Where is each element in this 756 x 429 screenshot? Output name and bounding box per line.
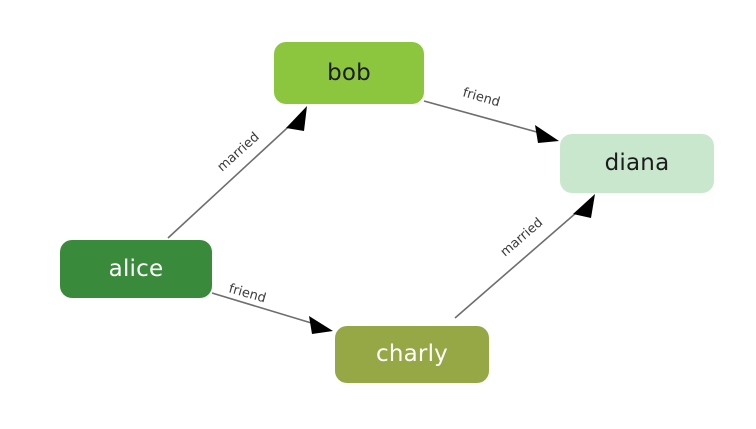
node-label-charly: charly (376, 341, 448, 367)
arrowhead-diana-from-charly (573, 194, 595, 218)
edge-line-charly-diana (454, 205, 585, 319)
graph-node-alice[interactable]: alice (60, 240, 212, 298)
edge-line-bob-diana (423, 100, 545, 135)
node-label-diana: diana (604, 150, 670, 176)
edge-charly-diana[interactable]: married (454, 194, 595, 319)
graph-node-diana[interactable]: diana (560, 134, 714, 193)
edge-alice-bob[interactable]: married (167, 106, 307, 239)
arrowhead-charly (309, 316, 333, 334)
edge-label-alice-charly: friend (227, 281, 268, 306)
edge-bob-diana[interactable]: friend (423, 85, 559, 143)
node-label-alice: alice (108, 255, 164, 282)
edge-line-alice-bob (167, 117, 299, 239)
graph-node-bob[interactable]: bob (274, 42, 424, 104)
edge-label-alice-bob: married (215, 130, 263, 175)
node-label-bob: bob (327, 59, 371, 86)
graph-node-charly[interactable]: charly (335, 326, 489, 383)
edge-alice-charly[interactable]: friend (211, 281, 333, 334)
arrowhead-bob (286, 106, 307, 131)
arrowhead-diana-from-bob (535, 125, 559, 143)
edge-label-charly-diana: married (498, 215, 546, 260)
edge-line-alice-charly (211, 292, 319, 326)
edge-label-bob-diana: friend (461, 85, 502, 110)
